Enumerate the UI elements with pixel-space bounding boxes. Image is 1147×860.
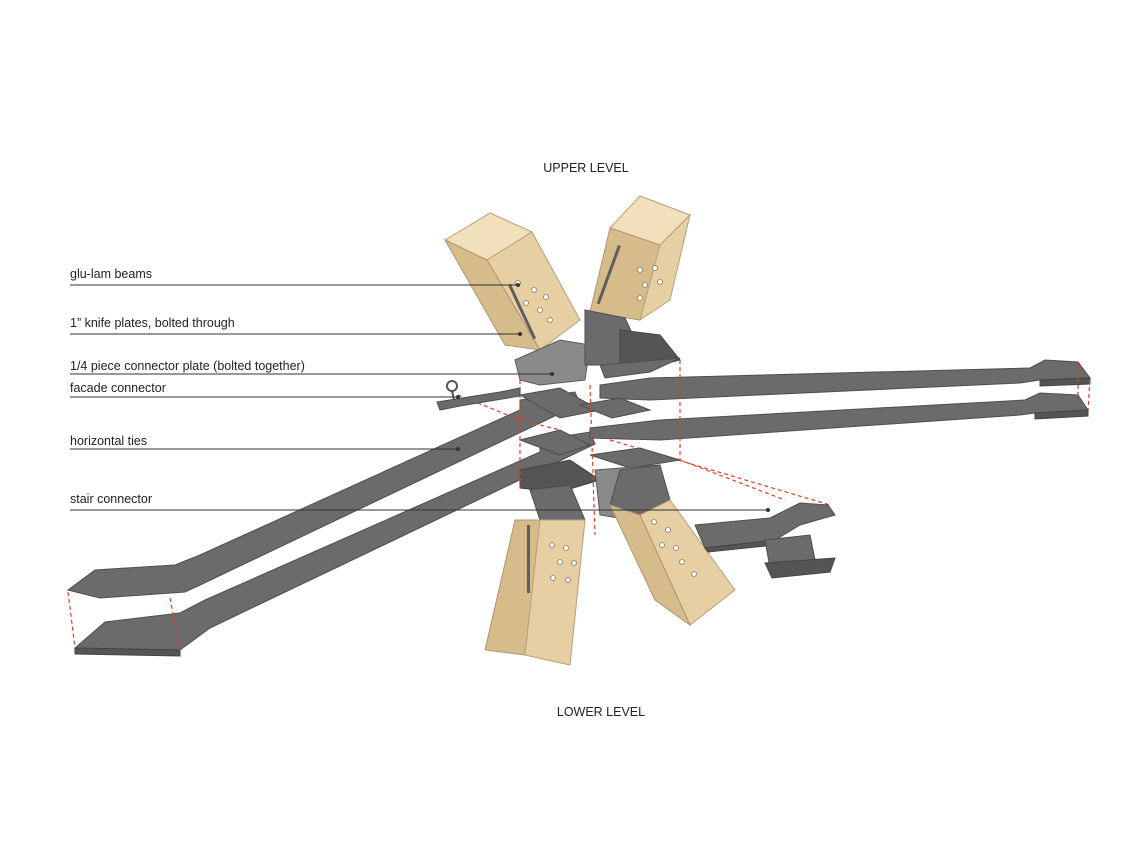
- facade-connector: [436, 380, 521, 411]
- callout-horizontal-ties: horizontal ties: [70, 434, 460, 451]
- callout-facade-connector: facade connector: [70, 381, 460, 399]
- callout-knife-plates-label: 1” knife plates, bolted through: [70, 316, 235, 330]
- horizontal-tie-right-upper: [599, 359, 1091, 401]
- callout-horizontal-ties-label: horizontal ties: [70, 434, 147, 448]
- glulam-beam-lower-right: [609, 464, 736, 627]
- horizontal-tie-right-lower: [589, 392, 1089, 441]
- lower-level-label: LOWER LEVEL: [557, 705, 645, 719]
- callout-knife-plates: 1” knife plates, bolted through: [70, 316, 522, 336]
- central-alignment-dashes: [519, 360, 681, 536]
- callout-stair-connector: stair connector: [70, 492, 770, 512]
- glulam-beam-lower-left: [484, 484, 586, 666]
- glulam-beam-upper-right: [589, 195, 691, 322]
- glulam-beam-upper-left: [443, 212, 581, 351]
- callout-stair-connector-label: stair connector: [70, 492, 152, 506]
- upper-level-label: UPPER LEVEL: [543, 161, 629, 175]
- callout-glulam-beams-label: glu-lam beams: [70, 267, 152, 281]
- callout-connector-plate: 1/4 piece connector plate (bolted togeth…: [70, 359, 554, 376]
- callout-glulam-beams: glu-lam beams: [70, 267, 520, 287]
- callout-facade-connector-label: facade connector: [70, 381, 166, 395]
- stair-connector: [679, 459, 836, 579]
- callout-connector-plate-label: 1/4 piece connector plate (bolted togeth…: [70, 359, 305, 373]
